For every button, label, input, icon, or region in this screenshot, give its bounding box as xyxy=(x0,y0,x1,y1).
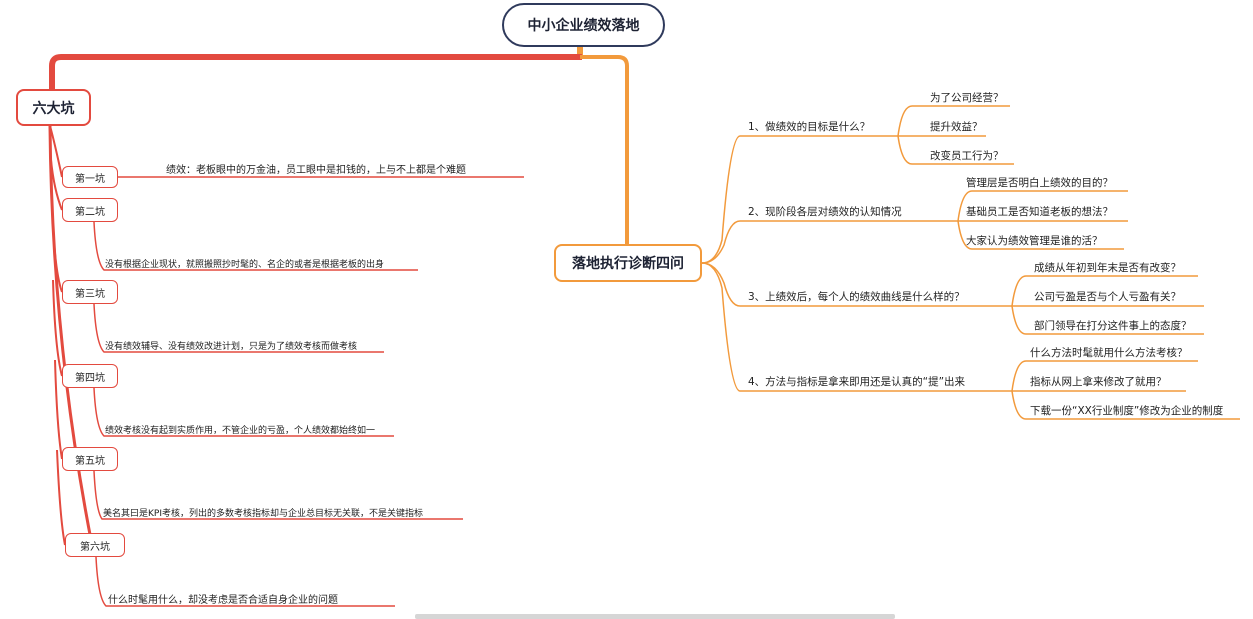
pit-node-3[interactable]: 第三坑 xyxy=(62,280,118,304)
main-topic-label: 落地执行诊断四问 xyxy=(572,256,684,272)
pit-desc-1: 绩效：老板眼中的万金油，员工眼中是扣钱的，上与不上都是个难题 xyxy=(166,165,466,176)
pit-node-4[interactable]: 第四坑 xyxy=(62,364,118,388)
pit-desc-2: 没有根据企业现状，就照搬照抄时髦的、名企的或者是根据老板的出身 xyxy=(105,260,385,270)
horizontal-scrollbar[interactable] xyxy=(415,614,895,619)
question-1[interactable]: 1、做绩效的目标是什么？ xyxy=(748,121,871,133)
sub-item-4-2[interactable]: 指标从网上拿来修改了就用？ xyxy=(1030,376,1167,388)
sub-item-4-3[interactable]: 下载一份“XX行业制度”修改为企业的制度 xyxy=(1030,405,1224,417)
main-topic-six-pits[interactable]: 六大坑 xyxy=(16,89,91,126)
sub-item-3-2[interactable]: 公司亏盈是否与个人亏盈有关？ xyxy=(1034,291,1181,303)
pit-label: 第四坑 xyxy=(75,372,105,384)
pit-node-6[interactable]: 第六坑 xyxy=(65,533,125,557)
sub-item-1-2[interactable]: 提升效益？ xyxy=(930,121,983,133)
sub-item-4-1[interactable]: 什么方法时髦就用什么方法考核？ xyxy=(1030,347,1188,359)
sub-item-2-3[interactable]: 大家认为绩效管理是谁的活？ xyxy=(966,235,1103,247)
sub-item-2-2[interactable]: 基础员工是否知道老板的想法？ xyxy=(966,206,1113,218)
question-3[interactable]: 3、上绩效后，每个人的绩效曲线是什么样的？ xyxy=(748,291,965,303)
pit-label: 第一坑 xyxy=(75,173,105,185)
pit-label: 第二坑 xyxy=(75,206,105,218)
sub-item-3-3[interactable]: 部门领导在打分这件事上的态度？ xyxy=(1034,320,1192,332)
pit-label: 第五坑 xyxy=(75,455,105,467)
pit-desc-4: 绩效考核没有起到实质作用，不管企业的亏盈，个人绩效都始终如一 xyxy=(105,426,376,436)
pit-desc-3: 没有绩效辅导、没有绩效改进计划，只是为了绩效考核而做考核 xyxy=(105,342,358,352)
pit-label: 第六坑 xyxy=(80,541,110,553)
pit-desc-5: 美名其曰是KPI考核，列出的多数考核指标却与企业总目标无关联，不是关键指标 xyxy=(103,509,423,519)
question-2[interactable]: 2、现阶段各层对绩效的认知情况 xyxy=(748,206,902,218)
pit-node-1[interactable]: 第一坑 xyxy=(62,166,118,188)
main-topic-four-questions[interactable]: 落地执行诊断四问 xyxy=(554,244,702,282)
pit-label: 第三坑 xyxy=(75,288,105,300)
root-label: 中小企业绩效落地 xyxy=(527,18,640,34)
pit-node-2[interactable]: 第二坑 xyxy=(62,198,118,222)
main-topic-label: 六大坑 xyxy=(32,100,75,117)
root-node[interactable]: 中小企业绩效落地 xyxy=(502,3,665,47)
sub-item-1-1[interactable]: 为了公司经营？ xyxy=(930,92,1004,104)
sub-item-1-3[interactable]: 改变员工行为？ xyxy=(930,150,1004,162)
sub-item-2-1[interactable]: 管理层是否明白上绩效的目的？ xyxy=(966,177,1113,189)
pit-desc-6: 什么时髦用什么，却没考虑是否合适自身企业的问题 xyxy=(108,595,338,606)
pit-node-5[interactable]: 第五坑 xyxy=(62,447,118,471)
question-4[interactable]: 4、方法与指标是拿来即用还是认真的“提”出来 xyxy=(748,376,966,388)
sub-item-3-1[interactable]: 成绩从年初到年末是否有改变？ xyxy=(1034,262,1181,274)
